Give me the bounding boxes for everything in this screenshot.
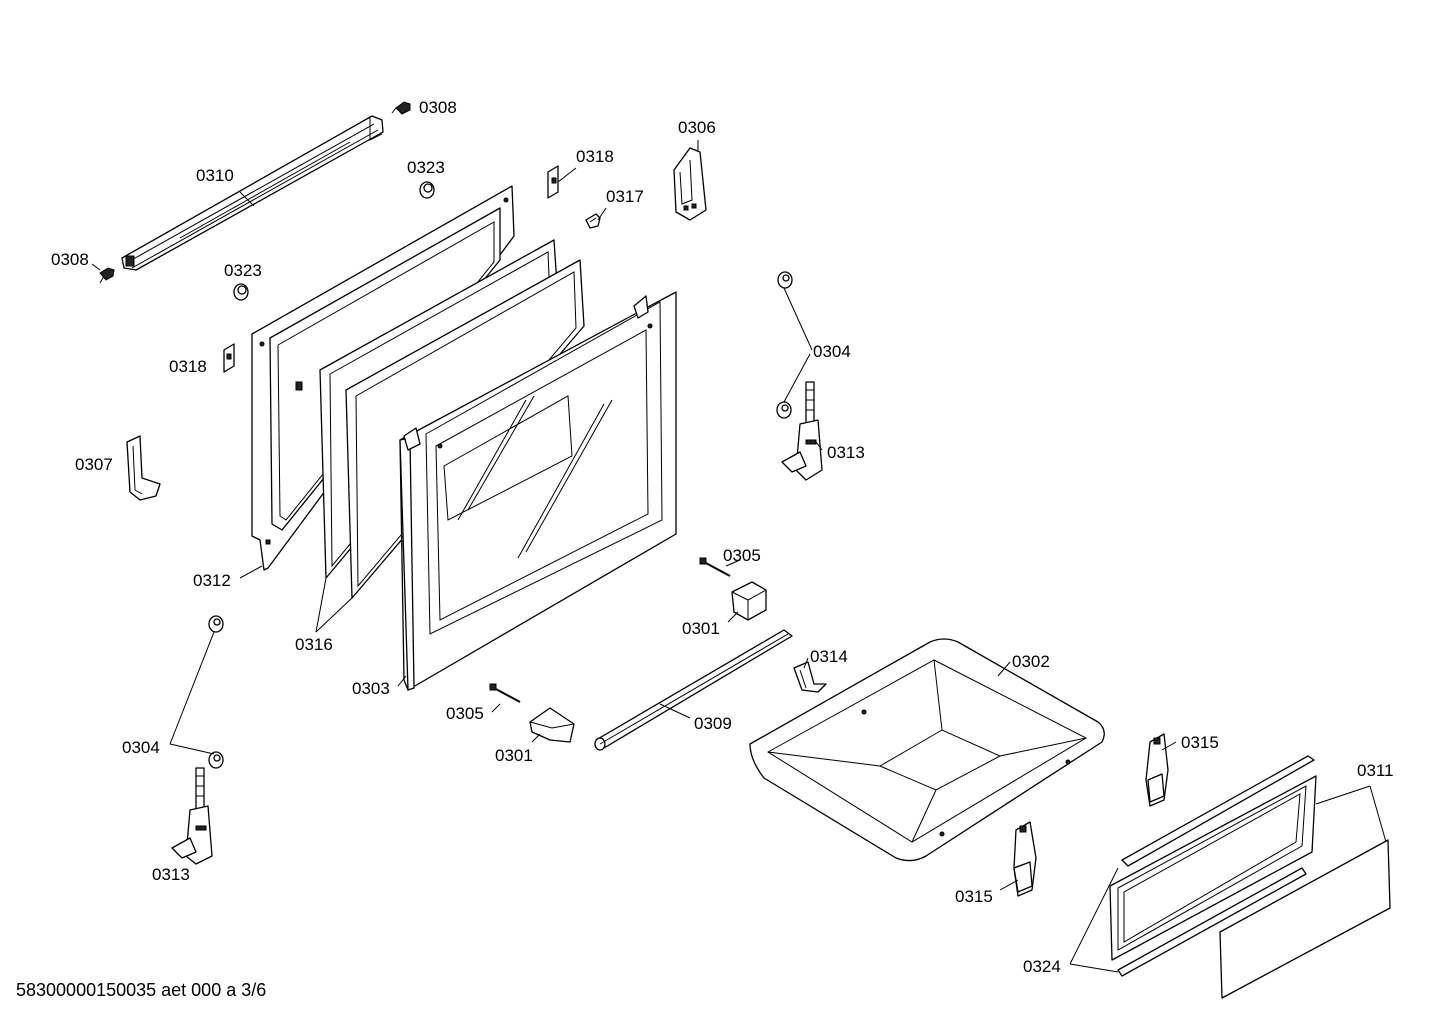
label-0304: 0304: [813, 342, 851, 361]
part-0315-runner-upper: [1145, 733, 1169, 807]
part-0324-strip-lower: [1117, 867, 1307, 977]
label-0310: 0310: [196, 166, 234, 185]
part-0304-roller-left-upper: [208, 615, 224, 633]
part-0318-clip-upper: [547, 165, 559, 199]
label-0309: 0309: [694, 714, 732, 733]
part-0305-screw-upper: [699, 557, 731, 577]
part-0310-door-trim-rail: [121, 115, 384, 271]
part-0305-screw-lower: [489, 683, 521, 703]
label-0317: 0317: [606, 187, 644, 206]
label-0301: 0301: [682, 619, 720, 638]
label-0313: 0313: [827, 443, 865, 462]
label-0304: 0304: [122, 738, 160, 757]
label-0318: 0318: [576, 147, 614, 166]
label-0313: 0313: [152, 865, 190, 884]
label-0302: 0302: [1012, 652, 1050, 671]
label-0308: 0308: [51, 250, 89, 269]
label-0324: 0324: [1023, 957, 1061, 976]
part-0307-bracket: [126, 435, 161, 501]
part-0315-runner-lower: [1013, 821, 1037, 897]
part-0309-rod: [594, 629, 793, 751]
label-0314: 0314: [810, 647, 848, 666]
document-code-footer: 58300000150035 aet 000 a 3/6: [16, 980, 267, 1000]
label-0311: 0311: [1357, 761, 1394, 780]
part-0304-roller-left-lower: [208, 751, 224, 769]
part-0314-bracket: [793, 661, 827, 693]
label-0312: 0312: [193, 571, 231, 590]
part-0301-cover-upper: [731, 581, 767, 621]
part-0313-hinge-left: [171, 767, 213, 865]
part-0324-strip-upper: [1121, 755, 1315, 867]
part-0301-cover-lower: [529, 707, 575, 743]
label-0308: 0308: [419, 98, 457, 117]
part-0311-drawer-panel: [1219, 839, 1391, 999]
part-number-labels: 0308 0310 0323 0318 0317 0306 0308 0323 …: [51, 98, 1394, 976]
part-0308-screw-left: [99, 267, 115, 284]
label-0323: 0323: [224, 261, 262, 280]
part-0313-hinge-right: [781, 381, 823, 481]
label-0315: 0315: [1181, 733, 1219, 752]
label-0323: 0323: [407, 158, 445, 177]
label-0301: 0301: [495, 746, 533, 765]
label-0315: 0315: [955, 887, 993, 906]
label-0303: 0303: [352, 679, 390, 698]
label-0318: 0318: [169, 357, 207, 376]
label-0305: 0305: [723, 546, 761, 565]
part-0311-drawer-frame: [1109, 775, 1317, 961]
part-0308-screw-right: [391, 101, 411, 115]
leader-lines: [91, 140, 1387, 973]
part-0318-clip-left: [223, 343, 235, 373]
part-0323-cap-upper: [419, 181, 435, 199]
part-0323-cap-lower: [233, 283, 249, 301]
part-0304-roller-right-upper: [777, 271, 793, 289]
label-0316: 0316: [295, 635, 333, 654]
label-0306: 0306: [678, 118, 716, 137]
part-0303-outer-door: [399, 291, 677, 691]
part-0317-clip: [585, 213, 601, 229]
part-0304-roller-right-lower: [776, 401, 792, 419]
label-0305: 0305: [446, 704, 484, 723]
label-0307: 0307: [75, 455, 113, 474]
part-0306-hinge-bracket: [673, 147, 707, 221]
part-0302-drawer-tray: [749, 638, 1105, 862]
